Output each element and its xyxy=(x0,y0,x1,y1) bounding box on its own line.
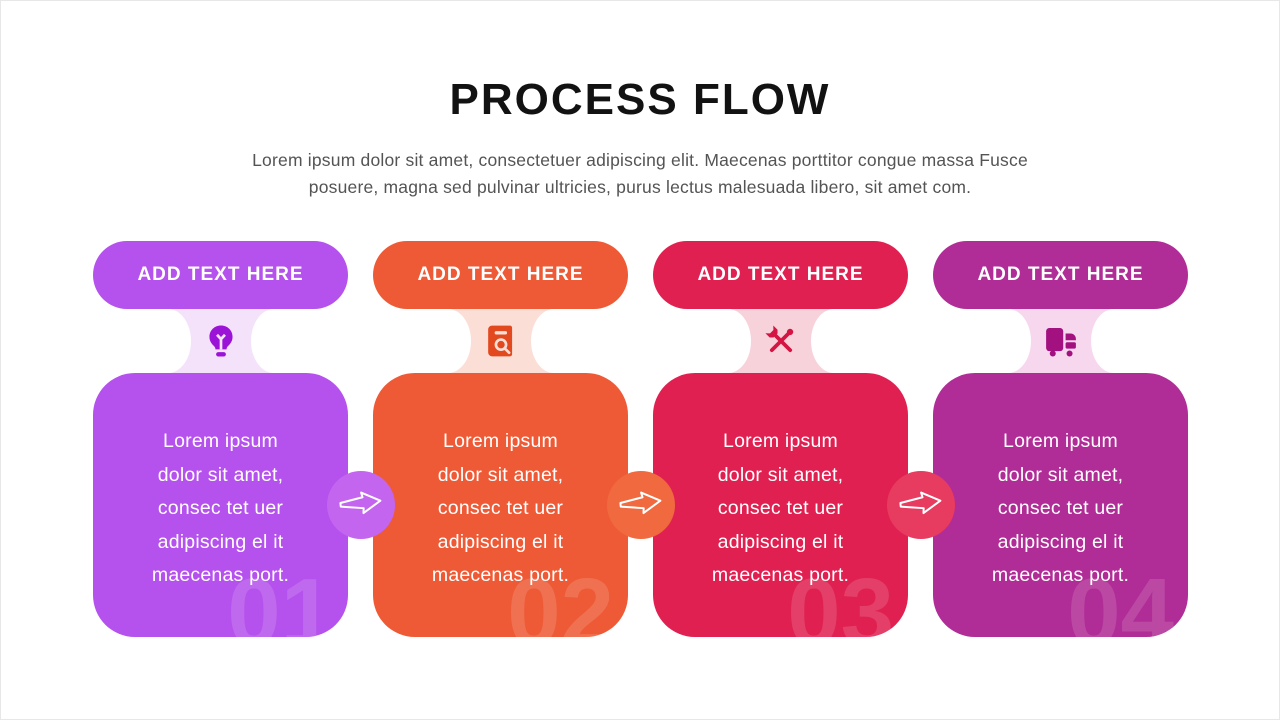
lightbulb-icon xyxy=(202,322,240,360)
step-header-label: ADD TEXT HERE xyxy=(977,264,1144,285)
step-card: Lorem ipsum dolor sit amet, consec tet u… xyxy=(373,373,628,637)
page-subtitle: Lorem ipsum dolor sit amet, consectetuer… xyxy=(252,150,1028,197)
step-body-text: Lorem ipsum dolor sit amet, consec tet u… xyxy=(711,430,850,586)
step-connector xyxy=(144,309,297,373)
step-number-watermark: 01 xyxy=(227,559,334,638)
step-number-watermark: 04 xyxy=(1067,559,1174,638)
step-header-label: ADD TEXT HERE xyxy=(137,264,304,285)
book-search-icon xyxy=(482,322,520,360)
step-header-pill: ADD TEXT HERE xyxy=(653,241,908,309)
step-header-pill: ADD TEXT HERE xyxy=(933,241,1188,309)
crossed-tools-icon xyxy=(762,322,800,360)
step-connector xyxy=(424,309,577,373)
step-header-label: ADD TEXT HERE xyxy=(697,264,864,285)
step-number-watermark: 03 xyxy=(787,559,894,638)
process-step-1: ADD TEXT HERE Lorem ipsum dolor sit amet… xyxy=(93,241,348,637)
step-header-pill: ADD TEXT HERE xyxy=(93,241,348,309)
flow-arrow-1 xyxy=(327,471,395,539)
step-number-watermark: 02 xyxy=(507,559,614,638)
arrow-right-icon xyxy=(898,488,944,523)
step-connector xyxy=(704,309,857,373)
step-card: Lorem ipsum dolor sit amet, consec tet u… xyxy=(653,373,908,637)
flow-arrow-3 xyxy=(887,471,955,539)
step-header-label: ADD TEXT HERE xyxy=(417,264,584,285)
step-header-pill: ADD TEXT HERE xyxy=(373,241,628,309)
delivery-truck-icon xyxy=(1042,322,1080,360)
arrow-right-icon xyxy=(338,488,384,523)
process-step-2: ADD TEXT HERE Lorem ipsum dolor sit amet… xyxy=(373,241,628,637)
page-title: PROCESS FLOW xyxy=(449,75,831,124)
process-step-3: ADD TEXT HERE xyxy=(653,241,908,637)
step-card: Lorem ipsum dolor sit amet, consec tet u… xyxy=(93,373,348,637)
process-step-4: ADD TEXT HERE Lorem ipsum dolor sit amet… xyxy=(933,241,1188,637)
step-body-text: Lorem ipsum dolor sit amet, consec tet u… xyxy=(991,430,1130,586)
step-connector xyxy=(984,309,1137,373)
step-body-text: Lorem ipsum dolor sit amet, consec tet u… xyxy=(151,430,290,586)
step-body-text: Lorem ipsum dolor sit amet, consec tet u… xyxy=(431,430,570,586)
step-card: Lorem ipsum dolor sit amet, consec tet u… xyxy=(933,373,1188,637)
arrow-right-icon xyxy=(618,488,664,523)
flow-arrow-2 xyxy=(607,471,675,539)
